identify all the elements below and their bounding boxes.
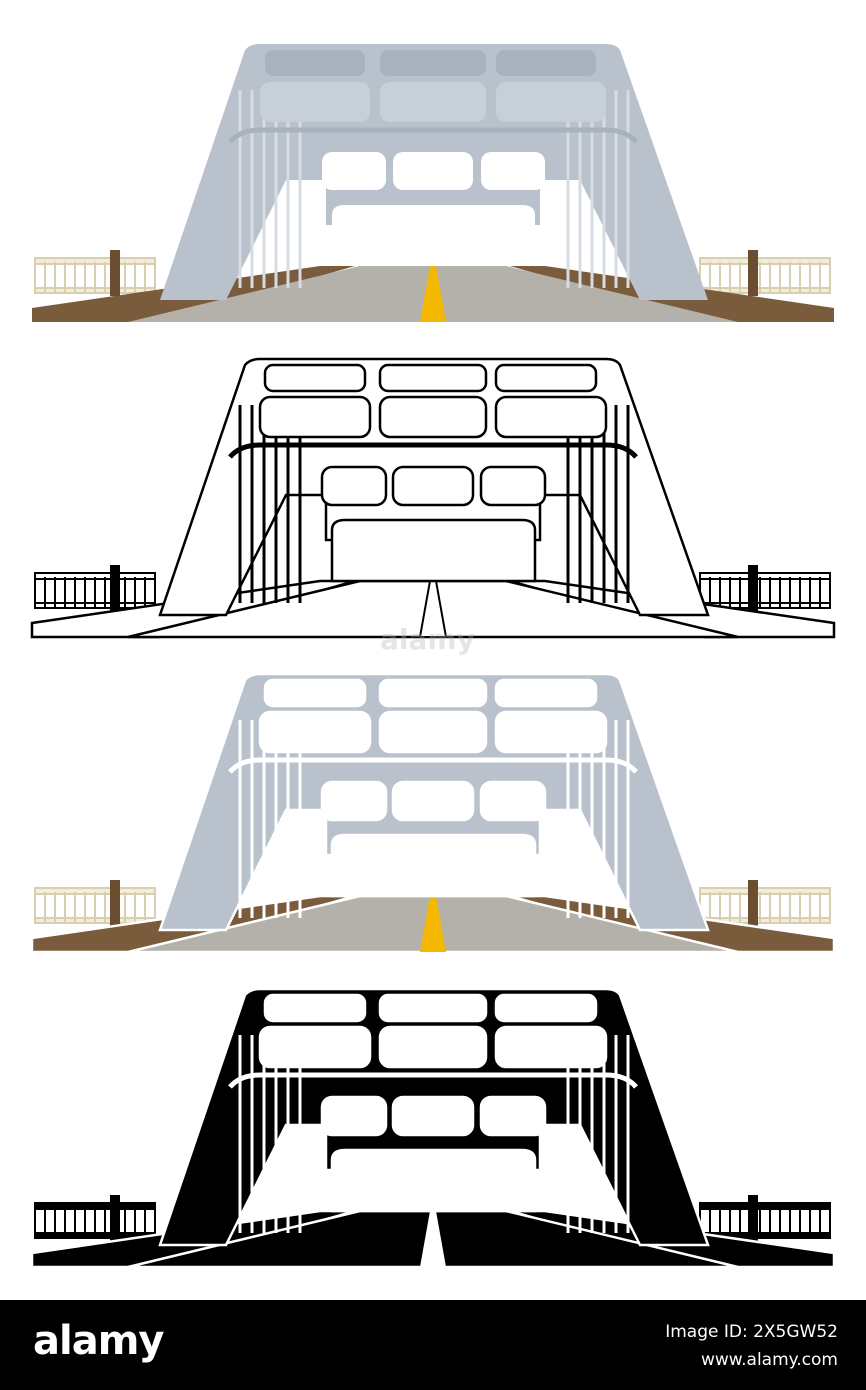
left-railing [34, 565, 156, 611]
portal-beam [228, 127, 638, 144]
truss-lower-opening [320, 465, 388, 507]
bridge-svg [30, 987, 836, 1269]
image-info: Image ID: 2X5GW52 www.alamy.com [665, 1318, 838, 1374]
site-url-text: www.alamy.com [700, 1350, 838, 1370]
railing-top-bar [699, 887, 831, 895]
truss-top-opening [380, 50, 486, 76]
truss-lower-opening [320, 1095, 388, 1137]
right-railing [699, 880, 831, 926]
railing-post [110, 1195, 120, 1241]
truss-middle-opening [260, 82, 370, 122]
truss-top-opening [263, 678, 367, 708]
truss-top-opening [494, 678, 598, 708]
portal-opening [332, 205, 535, 266]
truss-top-opening [494, 363, 598, 393]
road-center-line [420, 1211, 446, 1267]
truss-top-opening [494, 993, 598, 1023]
left-railing [34, 880, 156, 926]
bridge-illustration-outline [0, 345, 866, 645]
railing-top-bar [699, 1202, 831, 1210]
truss-lower-opening [479, 780, 547, 822]
portal-opening [330, 1148, 537, 1213]
truss-lower-opening [322, 152, 386, 190]
truss-top-opening [378, 678, 488, 708]
truss-lower-opening [481, 152, 545, 190]
truss-lower-opening [479, 1095, 547, 1137]
truss-middle-opening [494, 1025, 608, 1069]
railing-post [748, 565, 758, 611]
right-railing [699, 565, 831, 611]
bridge-svg [30, 357, 836, 639]
railing-top-bar [699, 257, 831, 265]
truss-top-opening [265, 50, 365, 76]
bridge-illustration-color-outline [0, 660, 866, 960]
truss-lower-opening [479, 465, 547, 507]
footer-bar: alamy Image ID: 2X5GW52 www.alamy.com [0, 1300, 866, 1390]
portal-beam [228, 1072, 638, 1089]
railing-post [110, 880, 120, 926]
bridge-illustration-silhouette [0, 975, 866, 1275]
truss-middle-opening [258, 395, 372, 439]
alamy-logo: alamy [33, 1318, 164, 1364]
railing-post [748, 880, 758, 926]
portal-opening [330, 833, 537, 898]
truss-lower-opening [391, 1095, 475, 1137]
truss-lower-opening [320, 780, 388, 822]
left-railing [34, 1195, 156, 1241]
truss-middle-opening [378, 710, 488, 754]
truss-lower-opening [393, 152, 473, 190]
railing-post [748, 250, 758, 296]
left-railing [34, 250, 156, 296]
truss-top-opening [378, 363, 488, 393]
road-center-line [420, 266, 446, 322]
truss-middle-opening [378, 395, 488, 439]
truss-middle-opening [380, 82, 486, 122]
truss-top-opening [263, 993, 367, 1023]
image-id-text: Image ID: 2X5GW52 [665, 1322, 838, 1342]
portal-beam [228, 757, 638, 774]
railing-post [748, 1195, 758, 1241]
truss-middle-opening [494, 395, 608, 439]
railing-post [110, 565, 120, 611]
railing-top-bar [699, 572, 831, 580]
truss-top-opening [378, 993, 488, 1023]
portal-opening [330, 518, 537, 583]
truss-middle-opening [258, 710, 372, 754]
bridge-illustration-color [0, 30, 866, 330]
right-railing [699, 250, 831, 296]
truss-middle-opening [496, 82, 606, 122]
truss-middle-opening [494, 710, 608, 754]
watermark-text: alamy [380, 623, 475, 656]
truss-lower-opening [391, 465, 475, 507]
truss-top-opening [496, 50, 596, 76]
truss-middle-opening [258, 1025, 372, 1069]
portal-beam [228, 442, 638, 459]
truss-top-opening [263, 363, 367, 393]
railing-post [110, 250, 120, 296]
bridge-svg [30, 672, 836, 954]
truss-middle-opening [378, 1025, 488, 1069]
truss-lower-opening [391, 780, 475, 822]
right-railing [699, 1195, 831, 1241]
bridge-svg [32, 44, 834, 322]
road-center-line [420, 896, 446, 952]
